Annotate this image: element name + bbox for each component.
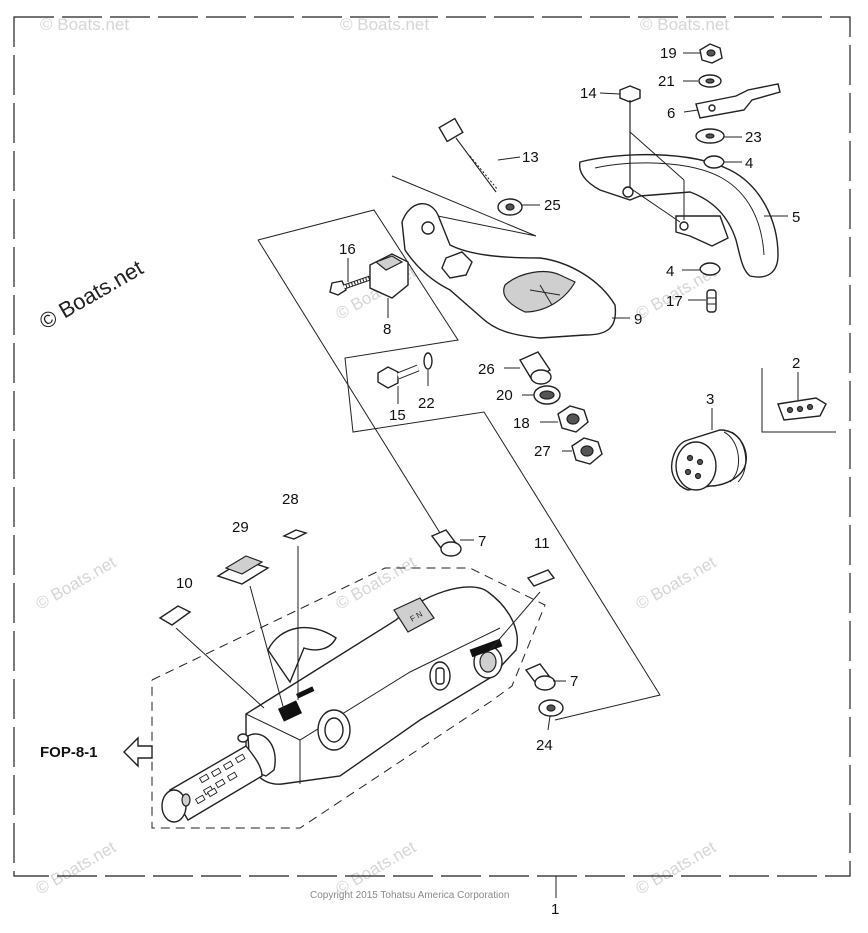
leader-lines [347,52,799,898]
reference-label: FOP-8-1 [40,744,98,761]
callout-labels: 19 21 6 14 23 4 5 4 17 9 13 25 16 8 15 2… [176,45,800,918]
callout-14: 14 [580,85,597,102]
grip-end-cap [161,789,187,823]
bracket-outline [257,209,661,721]
callout-27: 27 [534,443,551,460]
watermark: © Boats.net [633,837,720,898]
callout-1: 1 [551,901,559,918]
bolt-part-13 [438,117,499,193]
callout-4-lower: 4 [666,263,674,280]
callout-11: 11 [534,535,550,552]
callout-3: 3 [706,391,714,408]
tiller-arm-part-9 [401,203,617,339]
grommet-part-3 [670,429,747,491]
callout-2: 2 [792,355,800,372]
clip-part-4 [703,155,725,169]
watermark: © Boats.net [640,15,729,34]
callout-21: 21 [658,73,675,90]
callout-18: 18 [513,415,530,432]
clip-part-4-lower [699,262,721,276]
decal-part-28 [282,529,308,540]
decal-part-10 [158,605,192,626]
callout-4: 4 [745,155,753,172]
connector-part-2 [761,368,836,433]
assembly-dashed-outline [151,567,546,829]
block-part-8 [369,253,409,299]
callout-16: 16 [339,241,356,258]
bolt-part-14 [619,85,685,223]
watermark: © Boats.net [33,837,120,898]
diagram-frame [13,16,851,877]
bracket-part-6 [695,83,781,119]
callout-24: 24 [536,737,553,754]
callout-25: 25 [544,197,561,214]
watermark: © Boats.net [340,15,429,34]
arm-pivot-hex [441,251,473,279]
callout-22: 22 [418,395,435,412]
callout-5: 5 [792,209,800,226]
reference-arrow: FOP-8-1 [40,736,153,768]
callout-20: 20 [496,387,513,404]
callout-15: 15 [389,407,406,424]
bolt-part-15 [377,364,420,389]
watermark-main: © Boats.net [35,255,147,334]
callout-8: 8 [383,321,391,338]
callout-7-lower: 7 [570,673,578,690]
decal-part-11 [526,569,556,587]
callout-10: 10 [176,575,193,592]
callout-28: 28 [282,491,299,508]
callout-29: 29 [232,519,249,536]
watermark: © Boats.net [33,552,120,613]
arrow-left-icon [123,736,153,768]
tiller-bracket-group [257,117,661,721]
pin-part-17 [706,289,717,313]
copyright-text: Copyright 2015 Tohatsu America Corporati… [310,890,509,901]
callout-26: 26 [478,361,495,378]
callout-7: 7 [478,533,486,550]
decal-parts [158,529,556,711]
tiller-handle-assembly: F N [151,567,546,829]
watermark: © Boats.net [633,552,720,613]
callout-17: 17 [666,293,683,310]
callout-13: 13 [522,149,539,166]
throttle-lever [267,626,337,684]
callout-6: 6 [667,105,675,122]
screw-part-16 [329,275,371,296]
callout-19: 19 [660,45,677,62]
friction-plate-group [578,43,781,313]
bushings-7-24 [430,529,564,717]
callout-9: 9 [634,311,642,328]
indicator-window [393,597,435,633]
watermark: © Boats.net [40,15,129,34]
washer-part-22 [423,352,433,370]
callout-23: 23 [745,129,762,146]
tiller-body [245,586,518,785]
